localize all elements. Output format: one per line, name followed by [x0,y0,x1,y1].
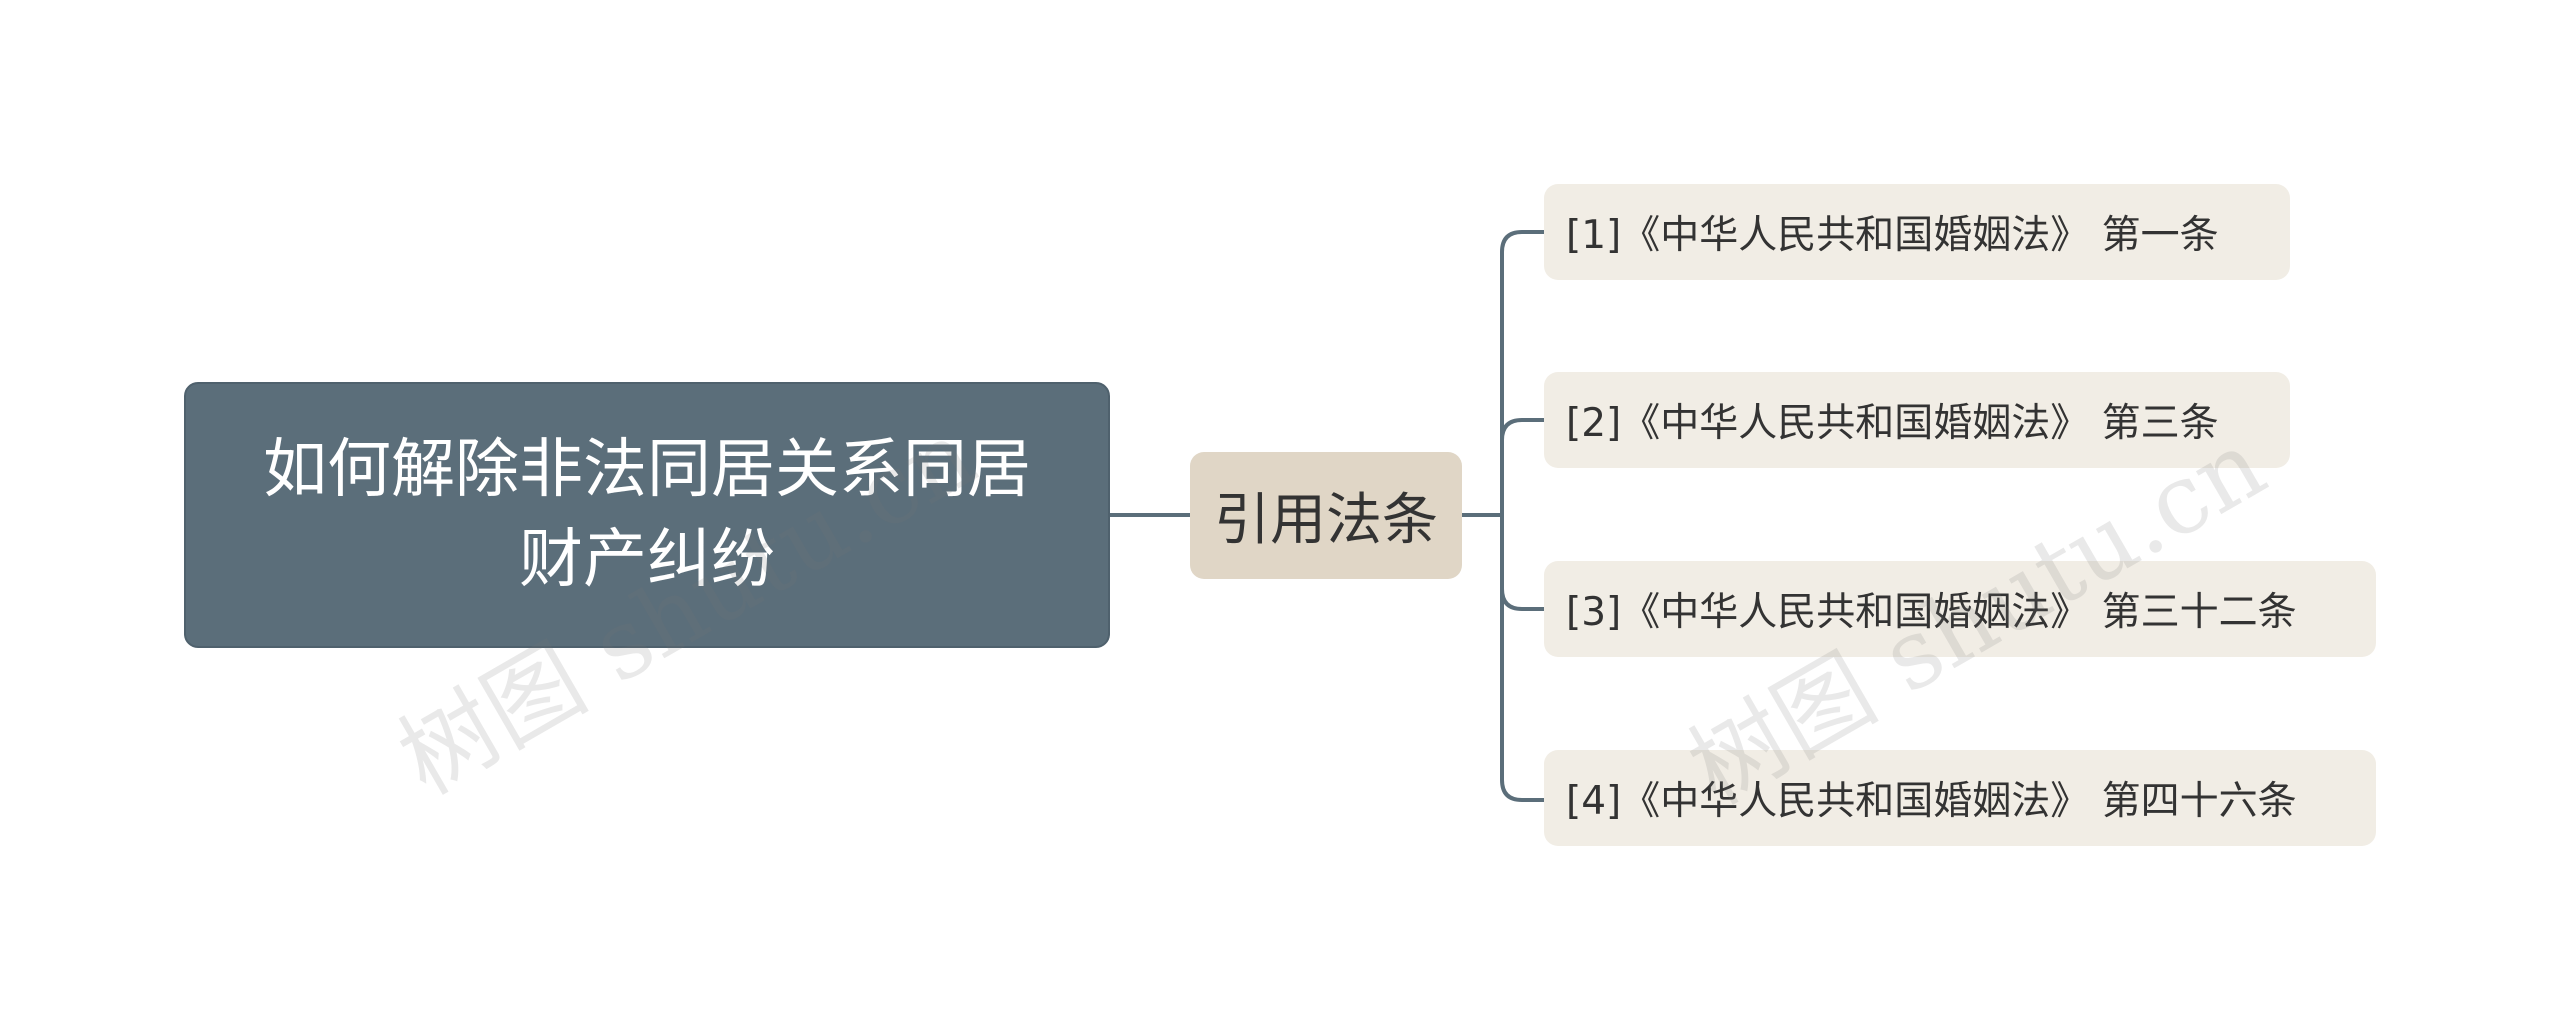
branch-topic-label: 引用法条 [1214,488,1438,553]
connector-trunk [1500,230,1546,802]
branch-topic-node[interactable]: 引用法条 [1190,452,1462,579]
leaf-topic-node-4[interactable]: [4]《中华人民共和国婚姻法》 第四十六条 [1544,750,2376,846]
root-topic-title: 如何解除非法同居关系同居财产纠纷 [263,433,1031,597]
leaf-topic-node-2[interactable]: [2]《中华人民共和国婚姻法》 第三条 [1544,372,2290,468]
leaf-topic-label: [1]《中华人民共和国婚姻法》 第一条 [1566,213,2219,258]
connector-leaf-3 [1500,587,1546,611]
leaf-topic-label: [3]《中华人民共和国婚姻法》 第三十二条 [1566,590,2297,635]
leaf-topic-node-1[interactable]: [1]《中华人民共和国婚姻法》 第一条 [1544,184,2290,280]
root-topic-node[interactable]: 如何解除非法同居关系同居财产纠纷 [184,382,1110,648]
connector-leaf-2 [1500,418,1546,442]
leaf-topic-label: [4]《中华人民共和国婚姻法》 第四十六条 [1566,779,2297,824]
leaf-topic-label: [2]《中华人民共和国婚姻法》 第三条 [1566,401,2219,446]
leaf-topic-node-3[interactable]: [3]《中华人民共和国婚姻法》 第三十二条 [1544,561,2376,657]
